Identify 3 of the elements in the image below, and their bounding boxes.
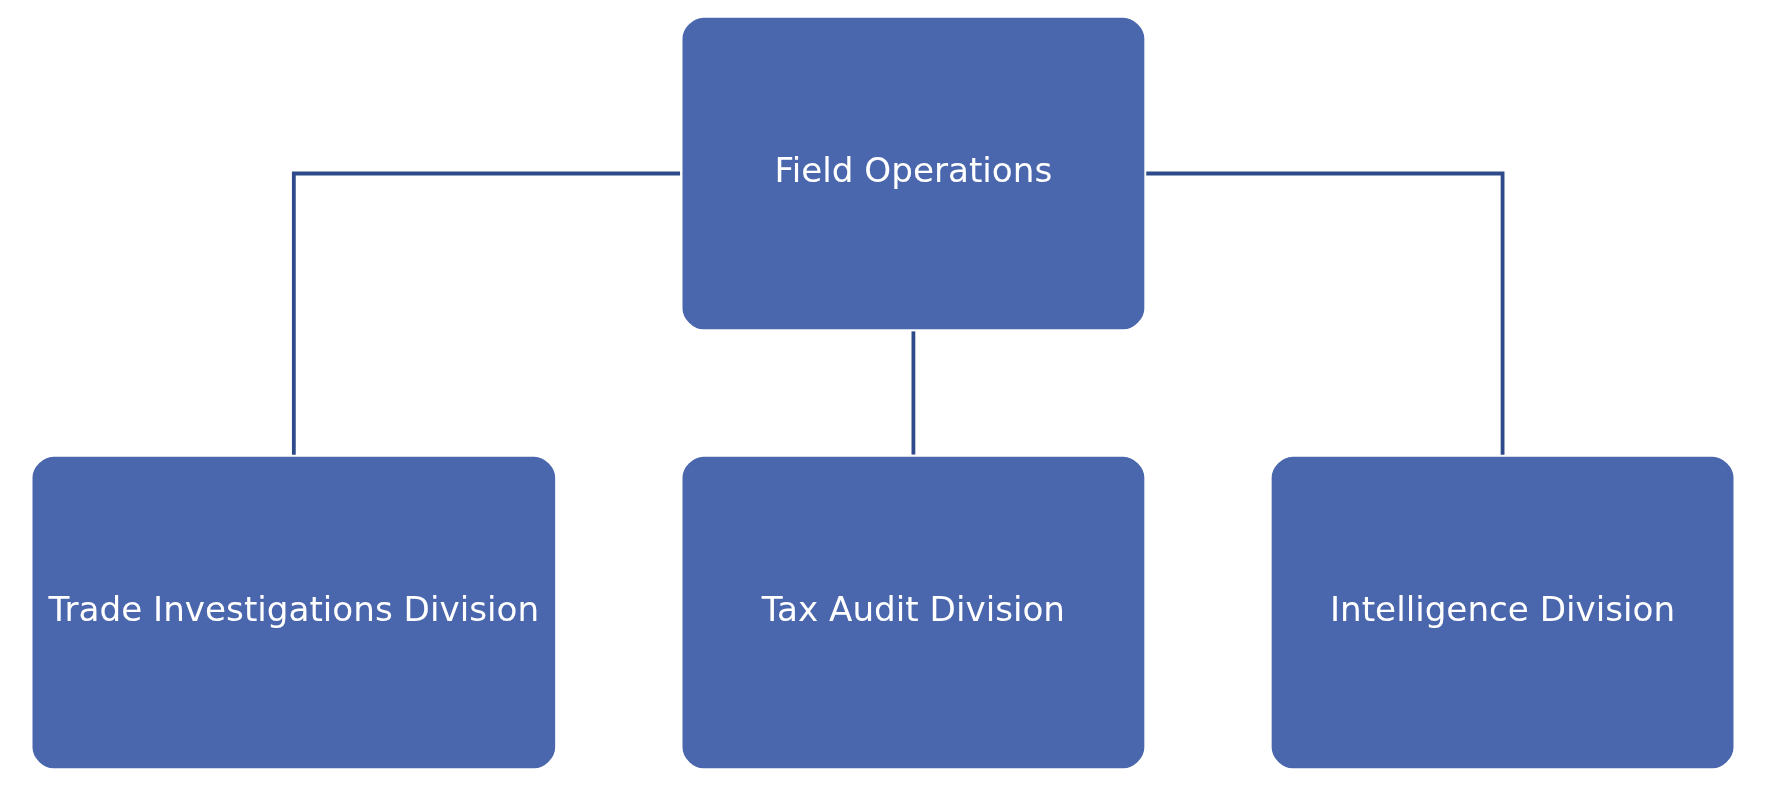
connector — [1145, 171, 1504, 455]
connector — [291, 171, 680, 455]
connector — [911, 331, 915, 455]
